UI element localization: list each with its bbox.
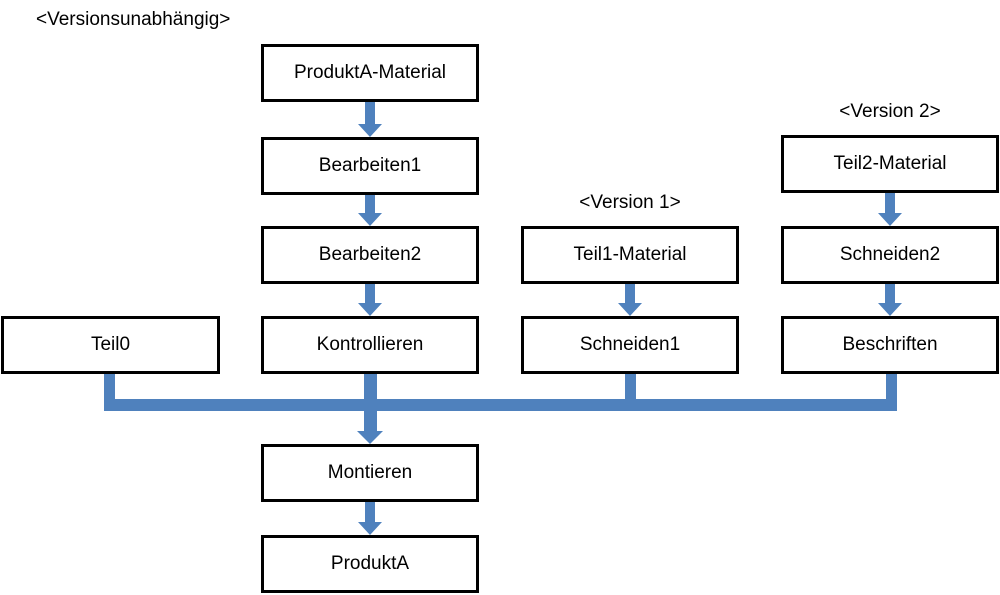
arrow-shaft bbox=[365, 502, 375, 522]
connector-teil0-stub bbox=[104, 374, 115, 411]
arrow-head bbox=[878, 213, 902, 226]
arrow-head bbox=[618, 303, 642, 316]
node-produkta: ProduktA bbox=[261, 535, 479, 593]
node-kontrollieren: Kontrollieren bbox=[261, 316, 479, 374]
label-version-1: <Version 1> bbox=[579, 192, 681, 213]
node-montieren: Montieren bbox=[261, 444, 479, 502]
connector-beschriften-stub bbox=[886, 374, 897, 411]
arrow-down-icon-bearbeiten1-to-bearbeiten2 bbox=[358, 195, 382, 226]
arrow-down-icon-schneiden2-to-beschriften bbox=[878, 284, 902, 316]
label-version-2: <Version 2> bbox=[839, 101, 941, 122]
arrow-shaft bbox=[885, 193, 895, 213]
arrow-down-icon-teil2-material-to-schneiden2 bbox=[878, 193, 902, 226]
connector-kontrollieren-shaft bbox=[364, 374, 377, 431]
node-produkta-material: ProduktA-Material bbox=[261, 44, 479, 102]
arrow-head bbox=[358, 522, 382, 535]
node-teil2-material: Teil2-Material bbox=[781, 135, 999, 193]
node-bearbeiten1: Bearbeiten1 bbox=[261, 137, 479, 195]
arrow-head-into-montieren bbox=[357, 431, 383, 444]
arrow-down-icon-bearbeiten2-to-kontrollieren bbox=[358, 284, 382, 316]
arrow-down-icon-montieren-to-produkta bbox=[358, 502, 382, 535]
arrow-head bbox=[358, 303, 382, 316]
arrow-shaft bbox=[365, 284, 375, 303]
arrow-shaft bbox=[625, 284, 635, 303]
label-version-independent: <Versionsunabhängig> bbox=[36, 9, 231, 30]
arrow-head bbox=[878, 303, 902, 316]
arrow-shaft bbox=[885, 284, 895, 303]
connector-merge-bar bbox=[104, 399, 897, 411]
arrow-head bbox=[358, 124, 382, 137]
node-bearbeiten2: Bearbeiten2 bbox=[261, 226, 479, 284]
arrow-shaft bbox=[365, 102, 375, 124]
node-schneiden2: Schneiden2 bbox=[781, 226, 999, 284]
connector-schneiden1-stub bbox=[625, 374, 636, 404]
arrow-down-icon-produkta-material-to-bearbeiten1 bbox=[358, 102, 382, 137]
node-teil0: Teil0 bbox=[1, 316, 220, 374]
arrow-down-icon-teil1-material-to-schneiden1 bbox=[618, 284, 642, 316]
node-beschriften: Beschriften bbox=[781, 316, 999, 374]
arrow-shaft bbox=[365, 195, 375, 213]
node-teil1-material: Teil1-Material bbox=[521, 226, 739, 284]
arrow-head bbox=[358, 213, 382, 226]
node-schneiden1: Schneiden1 bbox=[521, 316, 739, 374]
